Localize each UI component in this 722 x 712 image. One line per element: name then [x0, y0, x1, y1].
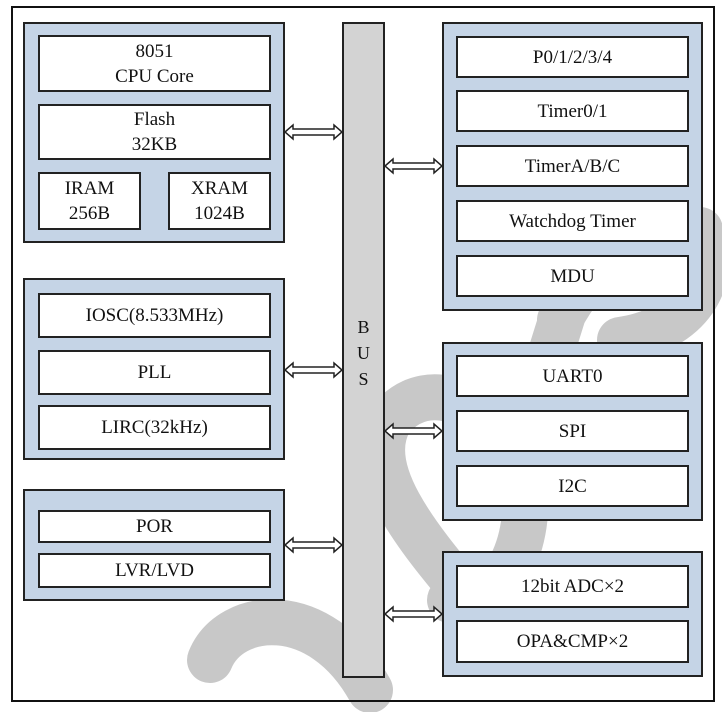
- spi-label: SPI: [558, 420, 587, 442]
- bus-letter-u: U: [357, 343, 370, 363]
- lirc-block: LIRC(32kHz): [38, 405, 271, 450]
- uart0-label: UART0: [542, 365, 603, 387]
- flash-block: Flash 32KB: [38, 104, 271, 160]
- arrow-bus-analog: [383, 605, 444, 623]
- i2c-block: I2C: [456, 465, 689, 507]
- cpu-core-line2: CPU Core: [115, 65, 194, 87]
- i2c-label: I2C: [558, 475, 587, 497]
- mdu-block: MDU: [456, 255, 689, 297]
- timer01-label: Timer0/1: [537, 100, 608, 122]
- flash-line1: Flash: [133, 109, 176, 130]
- adc-label: 12bit ADC×2: [520, 576, 625, 597]
- por-block: POR: [38, 510, 271, 543]
- ports-block: P0/1/2/3/4: [456, 36, 689, 78]
- arrow-bus-communication: [383, 422, 444, 440]
- iosc-label: IOSC(8.533MHz): [85, 305, 224, 326]
- xram-line1: XRAM: [190, 178, 248, 199]
- pll-block: PLL: [38, 350, 271, 395]
- uart0-block: UART0: [456, 355, 689, 397]
- system-bus: B U S: [342, 22, 385, 678]
- timerabc-block: TimerA/B/C: [456, 145, 689, 187]
- arrow-bus-peripherals: [383, 157, 444, 175]
- timer01-block: Timer0/1: [456, 90, 689, 132]
- iram-line1: IRAM: [64, 178, 115, 199]
- flash-line2: 32KB: [131, 134, 178, 155]
- iram-block: IRAM 256B: [38, 172, 141, 230]
- iosc-block: IOSC(8.533MHz): [38, 293, 271, 338]
- opa-cmp-block: OPA&CMP×2: [456, 620, 689, 663]
- timerabc-label: TimerA/B/C: [524, 155, 621, 177]
- watchdog-label: Watchdog Timer: [509, 210, 636, 232]
- xram-block: XRAM 1024B: [168, 172, 271, 230]
- spi-block: SPI: [456, 410, 689, 452]
- xram-line2: 1024B: [194, 203, 245, 224]
- cpu-core-line1: 8051: [135, 40, 174, 62]
- bus-label: B U S: [344, 314, 383, 392]
- arrow-reset-bus: [283, 536, 344, 554]
- por-label: POR: [136, 516, 173, 537]
- pll-label: PLL: [137, 362, 172, 383]
- bus-letter-s: S: [358, 369, 369, 389]
- watchdog-block: Watchdog Timer: [456, 200, 689, 242]
- ports-label: P0/1/2/3/4: [532, 46, 613, 68]
- outer-frame: [11, 6, 715, 702]
- lvr-lvd-block: LVR/LVD: [38, 553, 271, 588]
- arrow-clock-bus: [283, 361, 344, 379]
- bus-letter-b: B: [357, 317, 370, 337]
- adc-block: 12bit ADC×2: [456, 565, 689, 608]
- opa-cmp-label: OPA&CMP×2: [516, 631, 629, 652]
- lvr-lvd-label: LVR/LVD: [115, 560, 194, 581]
- cpu-core-block: 8051 CPU Core: [38, 35, 271, 92]
- mdu-label: MDU: [550, 265, 595, 287]
- iram-line2: 256B: [68, 203, 111, 224]
- lirc-label: LIRC(32kHz): [101, 417, 208, 438]
- arrow-cpu-bus: [283, 123, 344, 141]
